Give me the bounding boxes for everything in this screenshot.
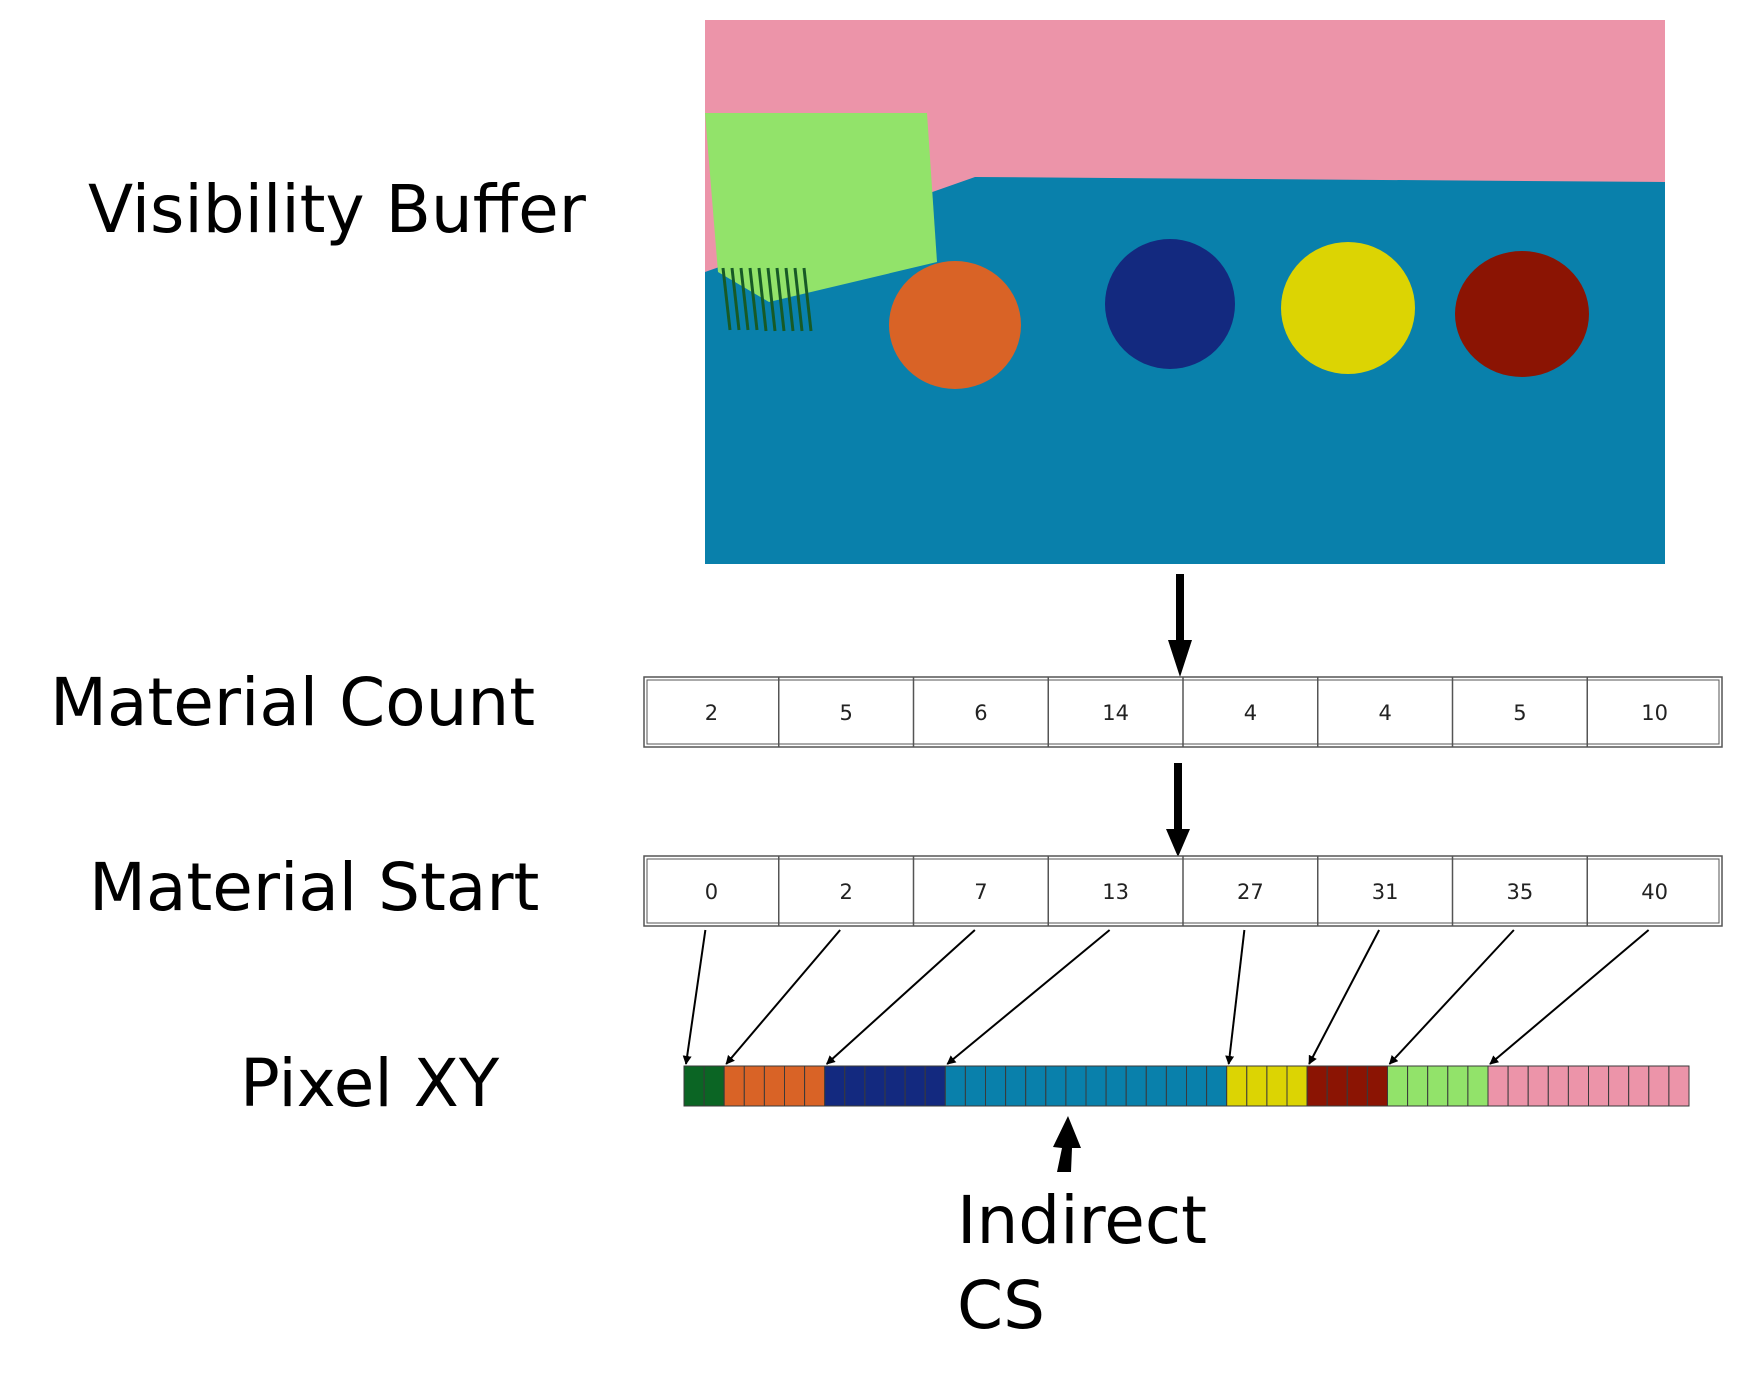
indirect-cs-arrow <box>1053 1116 1081 1172</box>
material-start-cell-value: 2 <box>839 880 852 904</box>
pixel-xy-array <box>683 1065 1690 1107</box>
pixel-xy-cell <box>1387 1065 1409 1107</box>
buffer-navy-circle <box>1105 239 1235 369</box>
pixel-xy-cell <box>964 1065 987 1107</box>
pixel-xy-cell <box>1467 1065 1489 1107</box>
pixel-xy-cell <box>1447 1065 1469 1107</box>
pixel-xy-cell <box>844 1065 866 1107</box>
pixel-xy-cell <box>1427 1065 1449 1107</box>
pixel-xy-cell <box>1628 1065 1650 1107</box>
pixel-xy-cell <box>1226 1065 1248 1107</box>
material-count-cell-value: 5 <box>839 701 852 725</box>
pixel-xy-cell <box>1648 1065 1670 1107</box>
pixel-xy-cell <box>1407 1065 1429 1107</box>
material-start-cell-value: 0 <box>705 880 718 904</box>
pixel-xy-cell <box>824 1065 846 1107</box>
start-pointer-arrow <box>1489 929 1650 1065</box>
visibility-buffer-label: Visibility Buffer <box>88 171 587 248</box>
material-start-cell-value: 13 <box>1102 880 1129 904</box>
pixel-xy-cell <box>985 1065 1007 1107</box>
pixel-xy-cell <box>1487 1065 1509 1107</box>
buffer-grass-strands <box>721 267 813 332</box>
pixel-xy-cell <box>1286 1065 1308 1107</box>
material-count-cell-value: 14 <box>1102 701 1129 725</box>
pixel-xy-cell <box>1588 1065 1610 1107</box>
material-count-cell-value: 4 <box>1244 701 1257 725</box>
start-pointer-arrow <box>1308 929 1381 1065</box>
pixel-xy-cell <box>804 1065 826 1107</box>
pixel-xy-label: Pixel XY <box>240 1045 500 1122</box>
arrow-count-to-start <box>1166 763 1190 857</box>
material-count-cell-value: 2 <box>705 701 718 725</box>
material-count-array: 2 5 6 14 4 4 5 10 <box>643 676 1723 748</box>
pixel-xy-cell <box>1246 1065 1268 1107</box>
pixel-xy-cell <box>763 1065 786 1107</box>
pixel-xy-cell <box>1206 1065 1228 1107</box>
material-count-cell-value: 6 <box>974 701 987 725</box>
pixel-xy-cell <box>703 1065 725 1107</box>
material-start-cell-value: 35 <box>1507 880 1534 904</box>
start-pointer-arrow <box>682 929 707 1065</box>
pixel-xy-cell <box>784 1065 806 1107</box>
pixel-xy-cell <box>924 1065 946 1107</box>
pixel-xy-cell <box>1567 1065 1590 1107</box>
visibility-buffer-image <box>705 20 1665 564</box>
indirect-cs-label-line1: Indirect <box>957 1182 1207 1259</box>
pixel-xy-cell <box>884 1065 906 1107</box>
start-pointer-arrows <box>682 929 1650 1065</box>
pixel-xy-cell <box>944 1065 966 1107</box>
pixel-xy-cell <box>1608 1065 1630 1107</box>
start-pointer-arrow <box>946 929 1111 1065</box>
material-count-cell-value: 5 <box>1513 701 1526 725</box>
pixel-xy-cell <box>1186 1065 1208 1107</box>
material-start-cell-value: 27 <box>1237 880 1264 904</box>
pixel-xy-cell <box>1668 1065 1690 1107</box>
start-pointer-arrow <box>826 929 976 1065</box>
pixel-xy-cell <box>1346 1065 1368 1107</box>
pixel-xy-cell <box>1306 1065 1328 1107</box>
pixel-xy-cell <box>1125 1065 1147 1107</box>
pixel-xy-cell <box>743 1065 765 1107</box>
pixel-xy-cell <box>1105 1065 1127 1107</box>
pixel-xy-cell <box>1326 1065 1348 1107</box>
pixel-xy-cell <box>864 1065 886 1107</box>
material-count-cell-value: 10 <box>1641 701 1668 725</box>
material-start-cell-value: 40 <box>1641 880 1668 904</box>
pixel-xy-cell <box>1266 1065 1288 1107</box>
pixel-xy-cell <box>1025 1065 1047 1107</box>
pixel-xy-cell <box>1145 1065 1167 1107</box>
buffer-yellow-circle <box>1281 242 1415 374</box>
start-pointer-arrow <box>725 929 841 1065</box>
material-start-cell-value: 31 <box>1372 880 1399 904</box>
start-pointer-arrow <box>1388 929 1515 1065</box>
pixel-xy-cell <box>723 1065 745 1107</box>
start-pointer-arrow <box>1225 929 1246 1065</box>
pixel-xy-cell <box>1366 1065 1389 1107</box>
buffer-orange-circle <box>889 261 1021 389</box>
pixel-xy-cell <box>1165 1065 1188 1107</box>
pixel-xy-cell <box>1085 1065 1107 1107</box>
arrow-buffer-to-count <box>1168 574 1192 677</box>
pixel-xy-cell <box>683 1065 705 1107</box>
pixel-xy-cell <box>1045 1065 1067 1107</box>
pixel-xy-cell <box>904 1065 926 1107</box>
material-count-label: Material Count <box>50 664 535 741</box>
pixel-xy-cell <box>1065 1065 1087 1107</box>
pixel-xy-cell <box>1005 1065 1027 1107</box>
pixel-xy-cell <box>1507 1065 1529 1107</box>
pixel-xy-cell <box>1527 1065 1549 1107</box>
material-count-cell-value: 4 <box>1378 701 1391 725</box>
material-start-label: Material Start <box>89 849 539 926</box>
buffer-green-quad <box>705 113 937 302</box>
indirect-cs-label-line2: CS <box>957 1267 1045 1344</box>
pixel-xy-cell <box>1547 1065 1569 1107</box>
material-start-cell-value: 7 <box>974 880 987 904</box>
buffer-dark-red-circle <box>1455 251 1589 377</box>
